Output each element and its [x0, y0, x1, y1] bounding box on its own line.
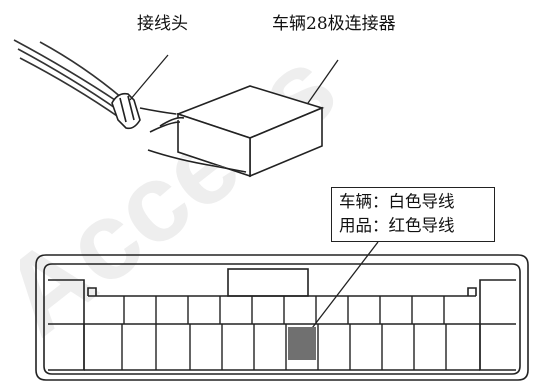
vehicle-connector-label: 车辆28极连接器 — [272, 14, 396, 34]
callout-leader-line — [305, 241, 379, 337]
callout-vehicle-line: 车辆：白色导线 — [339, 192, 455, 211]
splice-label: 接线头 — [137, 14, 188, 34]
splice-part — [111, 92, 177, 130]
callout-accessory-line: 用品：红色导线 — [339, 216, 455, 235]
highlighted-pin — [288, 327, 316, 360]
wire-bundle — [13, 39, 123, 119]
vehicle-connector-body — [147, 85, 325, 178]
connector-face — [35, 254, 529, 381]
pin-grid — [83, 296, 481, 370]
splice-leader-line — [129, 54, 169, 101]
wire-color-callout: 车辆：白色导线 用品：红色导线 — [331, 187, 495, 242]
